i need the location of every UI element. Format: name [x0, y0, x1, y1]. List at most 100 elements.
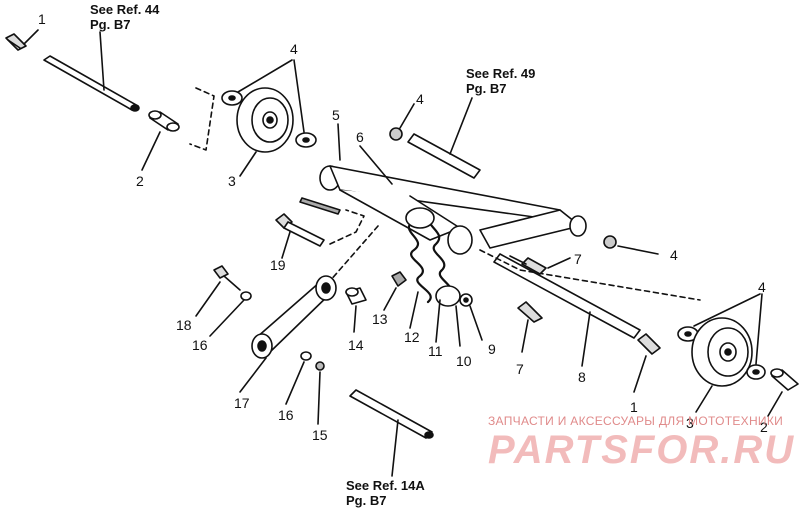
nut-part-13	[391, 271, 407, 287]
shaft-top-right	[407, 133, 481, 179]
reference-49-line2: Pg. B7	[466, 81, 507, 96]
leader-1-bottom	[633, 355, 647, 393]
shock-spring-part-11	[405, 207, 461, 307]
callout-4-right: 4	[670, 247, 678, 263]
callout-3-top: 3	[228, 173, 236, 189]
callout-7-lower: 7	[516, 361, 524, 377]
bolt-part-19	[275, 213, 325, 247]
nut-part-4-upper	[389, 127, 403, 141]
callout-19: 19	[270, 257, 286, 273]
bolt-part-7-upper	[509, 255, 547, 275]
leader-4-top-a	[237, 59, 293, 93]
watermark-caption: ЗАПЧАСТИ И АКСЕССУАРЫ ДЛЯ МОТОТЕХНИКИ	[488, 414, 784, 428]
shaft-top-left	[43, 55, 140, 112]
reference-note-44: See Ref. 44 Pg. B7	[90, 2, 159, 32]
rear-arm-part-5	[319, 165, 587, 255]
callout-2-bottom: 2	[760, 419, 768, 435]
leader-4-bottom-b	[755, 293, 763, 365]
callout-8: 8	[578, 369, 586, 385]
reference-14a-line2: Pg. B7	[346, 493, 387, 508]
leader-10	[455, 305, 461, 347]
axle-part-8	[493, 253, 641, 339]
bolt-part-18	[213, 265, 241, 291]
watermark-brand: PARTSFOR.RU	[488, 428, 796, 472]
leader-1-top	[23, 29, 39, 45]
callout-4-upper: 4	[416, 91, 424, 107]
leader-3-top	[239, 151, 257, 177]
leader-4-top-b	[293, 59, 305, 133]
link-arm-part-17	[251, 275, 337, 359]
leader-19	[281, 231, 291, 259]
axis-line-diagonal	[321, 225, 379, 291]
pin-near-arm	[299, 197, 341, 215]
callout-4-bottom: 4	[758, 279, 766, 295]
leader-4-upper	[399, 103, 415, 129]
callout-9: 9	[488, 341, 496, 357]
washer-part-4-top-b	[295, 132, 317, 148]
callout-12: 12	[404, 329, 420, 345]
leader-18	[195, 281, 221, 317]
leader-11	[435, 299, 441, 343]
nut-part-15	[315, 361, 325, 371]
washer-part-16-lower	[300, 351, 312, 361]
callout-14: 14	[348, 337, 364, 353]
leader-2-bottom	[767, 391, 783, 417]
leader-4-bottom-a	[693, 293, 761, 327]
axis-line-center	[329, 209, 365, 245]
callout-17: 17	[234, 395, 250, 411]
bolt-part-7-lower	[517, 301, 543, 323]
axis-line-right	[479, 249, 701, 301]
spacer-part-2-bottom	[770, 368, 799, 391]
washer-part-4-bottom-b	[746, 364, 766, 380]
spacer-part-2-top	[148, 110, 180, 132]
callout-6: 6	[356, 129, 364, 145]
idler-wheel-part-3-bottom	[691, 317, 753, 387]
callout-7-upper: 7	[574, 251, 582, 267]
leader-13	[383, 287, 397, 311]
callout-1-bottom: 1	[630, 399, 638, 415]
leader-16-upper	[209, 299, 245, 337]
bolt-part-1-bottom	[637, 333, 661, 355]
reference-44-line2: Pg. B7	[90, 17, 131, 32]
callout-10: 10	[456, 353, 472, 369]
leader-12	[409, 291, 419, 329]
callout-3-bottom: 3	[686, 415, 694, 431]
callout-15: 15	[312, 427, 328, 443]
bolt-part-1-top	[5, 33, 27, 51]
leader-3-bottom	[695, 385, 713, 413]
leader-8	[581, 311, 591, 367]
leader-5	[337, 123, 341, 161]
washer-part-4-top-a	[221, 90, 243, 106]
idler-wheel-part-3-top	[236, 87, 294, 153]
leader-7-lower	[521, 319, 529, 353]
callout-4-top: 4	[290, 41, 298, 57]
callout-1-top: 1	[38, 11, 46, 27]
leader-9	[469, 305, 483, 341]
reference-44-line1: See Ref. 44	[90, 2, 160, 17]
callout-16-upper: 16	[192, 337, 208, 353]
reference-14a-line1: See Ref. 14A	[346, 478, 425, 493]
reference-note-49: See Ref. 49 Pg. B7	[466, 66, 535, 96]
nut-part-4-right	[603, 235, 617, 249]
leader-ref44	[99, 31, 105, 91]
leader-17	[239, 357, 267, 393]
leader-4-right	[617, 245, 659, 255]
axis-line-top	[189, 87, 215, 151]
shaft-bottom	[349, 389, 434, 439]
leader-14	[353, 305, 357, 333]
callout-11: 11	[428, 343, 443, 359]
leader-15	[317, 371, 321, 425]
reference-note-14a: See Ref. 14A Pg. B7	[346, 478, 425, 508]
leader-2-top	[141, 131, 161, 171]
spacer-part-14	[345, 287, 367, 305]
reference-49-line1: See Ref. 49	[466, 66, 536, 81]
leader-ref14a	[391, 419, 399, 477]
callout-5: 5	[332, 107, 340, 123]
leader-6	[359, 145, 393, 185]
washer-part-16-upper	[240, 291, 252, 301]
leader-7-upper	[547, 257, 571, 269]
leader-16-lower	[285, 361, 305, 405]
callout-13: 13	[372, 311, 388, 327]
